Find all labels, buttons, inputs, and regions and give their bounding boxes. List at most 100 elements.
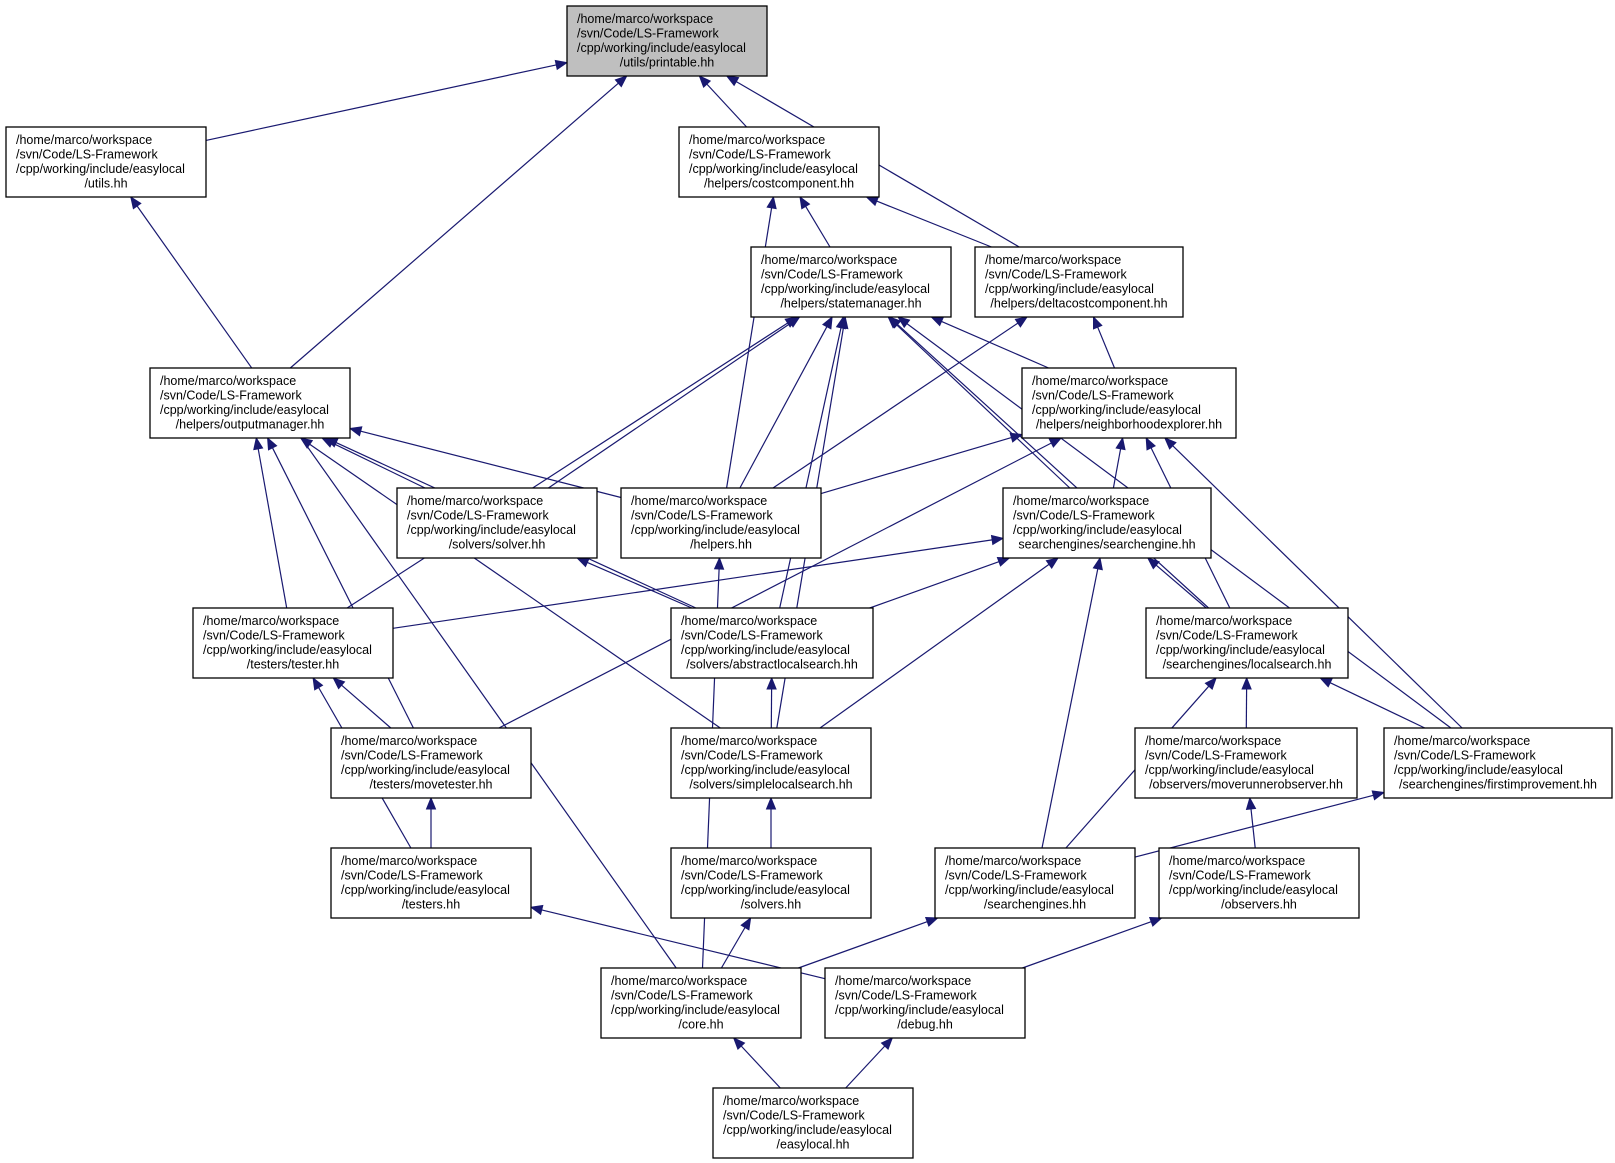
arrowhead — [130, 195, 142, 210]
node-label-line: /utils/printable.hh — [620, 56, 715, 70]
node-box — [1002, 487, 1212, 559]
edge-line — [205, 64, 557, 141]
edge-core-to-searchengines — [798, 916, 939, 969]
node-outputmanager[interactable]: /home/marco/workspace/svn/Code/LS-Framew… — [149, 367, 351, 439]
node-label-line: /home/marco/workspace — [577, 12, 713, 26]
edge-line — [587, 561, 693, 609]
arrowhead — [1148, 916, 1163, 927]
arrowhead — [332, 677, 346, 690]
node-box — [670, 727, 872, 799]
edge-line — [941, 320, 1049, 369]
node-solvers[interactable]: /home/marco/workspace/svn/Code/LS-Framew… — [670, 847, 872, 919]
node-easylocal[interactable]: /home/marco/workspace/svn/Code/LS-Framew… — [712, 1087, 914, 1159]
edge-line — [289, 82, 619, 369]
edge-movetester-to-outputmanager — [267, 436, 414, 729]
node-label-line: /testers.hh — [402, 898, 460, 912]
node-label-line: /helpers/neighborhoodexplorer.hh — [1036, 418, 1222, 432]
edge-helpers-to-neighborhoodexplorer — [820, 432, 1024, 495]
edge-line — [876, 200, 992, 248]
arrowhead — [1014, 316, 1029, 328]
node-label-line: /home/marco/workspace — [723, 1094, 859, 1108]
edge-line — [740, 1045, 781, 1089]
node-label-line: /cpp/working/include/easylocal — [1156, 643, 1325, 657]
node-label-line: /home/marco/workspace — [1169, 854, 1305, 868]
node-label-line: /svn/Code/LS-Framework — [835, 989, 977, 1003]
arrowhead — [880, 1037, 894, 1050]
node-label-line: /home/marco/workspace — [611, 974, 747, 988]
arrowhead — [1163, 437, 1177, 450]
node-label-line: /home/marco/workspace — [1013, 494, 1149, 508]
arrowhead — [698, 75, 712, 88]
node-label-line: /helpers/costcomponent.hh — [704, 177, 854, 191]
node-label-line: /testers/movetester.hh — [370, 778, 493, 792]
edge-neighborhoodexplorer-to-statemanager — [930, 316, 1049, 369]
edge-tester-to-searchengine — [392, 534, 1005, 629]
node-box — [396, 487, 598, 559]
node-label-line: /home/marco/workspace — [341, 854, 477, 868]
edge-line — [1329, 682, 1426, 729]
node-debug[interactable]: /home/marco/workspace/svn/Code/LS-Framew… — [824, 967, 1026, 1039]
node-label-line: /svn/Code/LS-Framework — [1032, 389, 1174, 403]
node-label-line: /home/marco/workspace — [341, 734, 477, 748]
node-moverunnerobserver[interactable]: /home/marco/workspace/svn/Code/LS-Framew… — [1134, 727, 1358, 799]
edge-simplelocalsearch-to-outputmanager — [299, 437, 721, 729]
edge-line — [309, 443, 721, 729]
node-label-line: searchengines/searchengine.hh — [1018, 538, 1195, 552]
node-firstimprovement[interactable]: /home/marco/workspace/svn/Code/LS-Framew… — [1383, 727, 1613, 799]
node-label-line: /helpers/outputmanager.hh — [176, 418, 325, 432]
node-solver[interactable]: /home/marco/workspace/svn/Code/LS-Framew… — [396, 487, 598, 559]
node-testers[interactable]: /home/marco/workspace/svn/Code/LS-Framew… — [330, 847, 532, 919]
edge-helpers-to-costcomponent — [726, 195, 777, 489]
node-label-line: /searchengines/firstimprovement.hh — [1399, 778, 1597, 792]
node-box — [5, 126, 207, 198]
node-movetester[interactable]: /home/marco/workspace/svn/Code/LS-Framew… — [330, 727, 532, 799]
edge-abstractlocalsearch-to-searchengine — [869, 556, 1011, 609]
node-deltacostcomponent[interactable]: /home/marco/workspace/svn/Code/LS-Framew… — [974, 246, 1184, 318]
node-observers[interactable]: /home/marco/workspace/svn/Code/LS-Framew… — [1158, 847, 1360, 919]
node-core[interactable]: /home/marco/workspace/svn/Code/LS-Framew… — [600, 967, 802, 1039]
node-box — [750, 246, 952, 318]
node-label-line: /observers.hh — [1221, 898, 1297, 912]
edge-easylocal-to-debug — [845, 1037, 894, 1089]
node-label-line: /solvers/solver.hh — [449, 538, 546, 552]
node-printable: /home/marco/workspace/svn/Code/LS-Framew… — [566, 5, 768, 77]
node-label-line: /svn/Code/LS-Framework — [577, 27, 719, 41]
node-label-line: /solvers/simplelocalsearch.hh — [689, 778, 852, 792]
node-label-line: /cpp/working/include/easylocal — [160, 403, 329, 417]
edge-line — [541, 909, 826, 980]
edge-observers-to-moverunnerobserver — [1245, 796, 1257, 849]
edge-core-to-solvers — [720, 916, 752, 969]
node-box — [330, 727, 532, 799]
node-searchengine[interactable]: /home/marco/workspace/svn/Code/LS-Framew… — [1002, 487, 1212, 559]
edge-helpers-to-statemanager — [739, 315, 833, 489]
arrowhead — [312, 676, 324, 691]
node-label-line: /svn/Code/LS-Framework — [203, 629, 345, 643]
node-neighborhoodexplorer[interactable]: /home/marco/workspace/svn/Code/LS-Framew… — [1021, 367, 1237, 439]
node-box — [566, 5, 768, 77]
edge-solver-to-statemanager — [548, 316, 801, 489]
node-localsearch[interactable]: /home/marco/workspace/svn/Code/LS-Framew… — [1145, 607, 1349, 679]
node-label-line: /cpp/working/include/easylocal — [945, 883, 1114, 897]
node-label-line: /home/marco/workspace — [681, 734, 817, 748]
node-costcomponent[interactable]: /home/marco/workspace/svn/Code/LS-Framew… — [678, 126, 880, 198]
arrowhead — [554, 59, 569, 71]
node-label-line: /svn/Code/LS-Framework — [761, 268, 903, 282]
node-utils[interactable]: /home/marco/workspace/svn/Code/LS-Framew… — [5, 126, 207, 198]
node-helpers[interactable]: /home/marco/workspace/svn/Code/LS-Framew… — [620, 487, 822, 559]
node-statemanager[interactable]: /home/marco/workspace/svn/Code/LS-Framew… — [750, 246, 952, 318]
node-label-line: /cpp/working/include/easylocal — [577, 41, 746, 55]
node-label-line: /svn/Code/LS-Framework — [1169, 869, 1311, 883]
node-simplelocalsearch[interactable]: /home/marco/workspace/svn/Code/LS-Framew… — [670, 727, 872, 799]
node-box — [934, 847, 1136, 919]
node-abstractlocalsearch[interactable]: /home/marco/workspace/svn/Code/LS-Framew… — [670, 607, 874, 679]
node-label-line: /debug.hh — [897, 1018, 953, 1032]
edge-line — [1250, 808, 1256, 849]
edge-costcomponent-to-printable — [698, 75, 748, 128]
node-label-line: /cpp/working/include/easylocal — [681, 883, 850, 897]
arrowhead — [529, 904, 544, 916]
node-label-line: /home/marco/workspace — [1032, 374, 1168, 388]
node-searchengines[interactable]: /home/marco/workspace/svn/Code/LS-Framew… — [934, 847, 1136, 919]
node-tester[interactable]: /home/marco/workspace/svn/Code/LS-Framew… — [192, 607, 394, 679]
edge-moverunnerobserver-to-localsearch — [1241, 676, 1252, 729]
node-label-line: /cpp/working/include/easylocal — [1013, 523, 1182, 537]
